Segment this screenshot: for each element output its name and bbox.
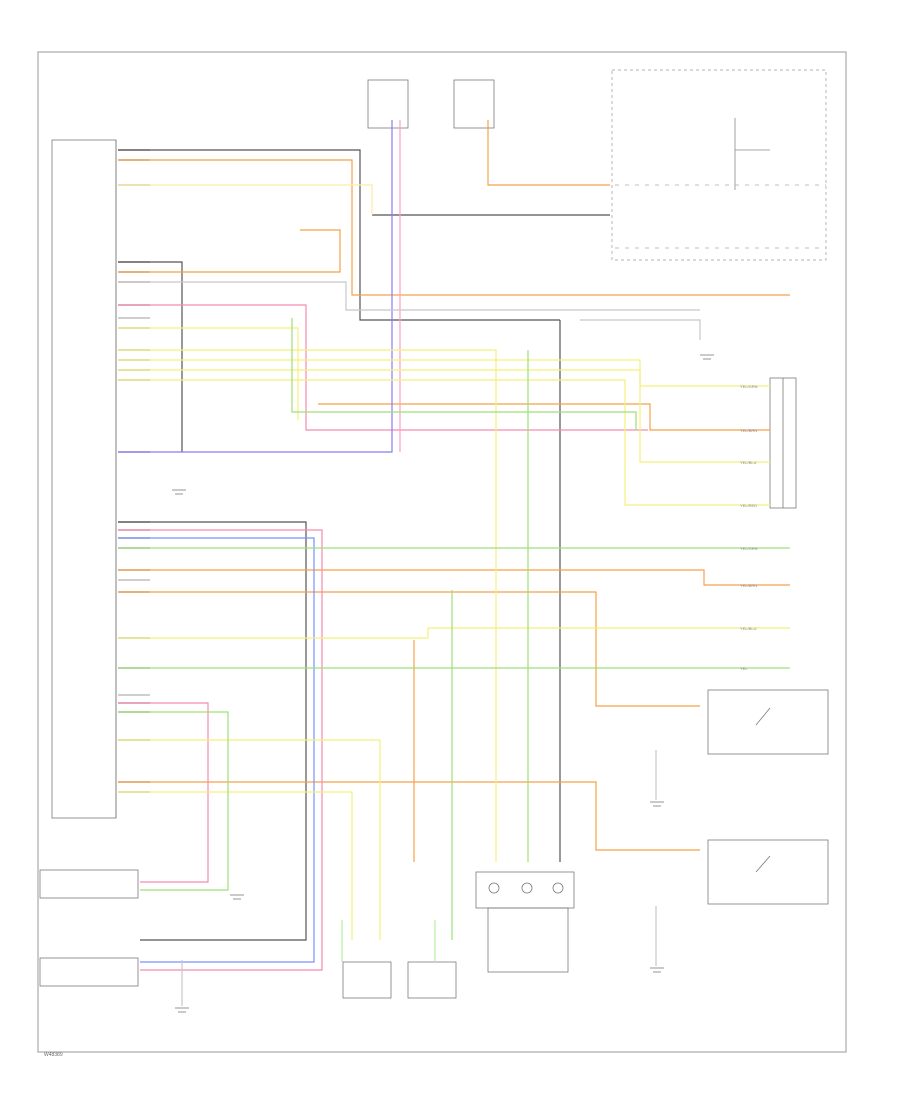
module-pin-labels (118, 149, 150, 793)
red-wires (118, 120, 648, 971)
driver-airbag-module (487, 907, 569, 973)
svg-text:YEL: YEL (740, 666, 748, 671)
svg-text:YEL/GRN: YEL/GRN (740, 546, 758, 551)
fuse-box-right (453, 79, 495, 129)
footer-code: W48389 (44, 1052, 63, 1058)
blue-wires (118, 120, 393, 963)
svg-text:YEL/BRN: YEL/BRN (740, 583, 757, 588)
left-frontal-impact-sensor (39, 957, 139, 987)
right-seat-belt-switch (707, 689, 829, 755)
clock-spring (475, 871, 575, 909)
yellow-wires (118, 184, 790, 940)
wire-labels: YEL/GRN YEL/BRN YEL/BLU YEL/RED YEL/GRN … (740, 384, 758, 671)
fuse-box-left (367, 79, 409, 129)
svg-text:YEL/BRN: YEL/BRN (740, 428, 757, 433)
right-side-airbag-module (342, 961, 392, 999)
svg-text:YEL/BLU: YEL/BLU (740, 626, 757, 631)
left-side-airbag-module (407, 961, 457, 999)
black-wires (118, 149, 610, 941)
svg-text:YEL/BLU: YEL/BLU (740, 460, 757, 465)
left-seat-belt-switch (707, 839, 829, 905)
airbag-control-module (51, 139, 117, 819)
grey-wires (118, 281, 701, 1006)
diagram-border (37, 51, 847, 1053)
svg-text:YEL/RED: YEL/RED (740, 503, 757, 508)
combination-meter (611, 69, 827, 261)
orange-wires (118, 120, 790, 862)
green-wires (118, 318, 790, 962)
svg-text:YEL/GRN: YEL/GRN (740, 384, 758, 389)
right-frontal-impact-sensor (39, 869, 139, 899)
ground-symbols (172, 354, 714, 1013)
